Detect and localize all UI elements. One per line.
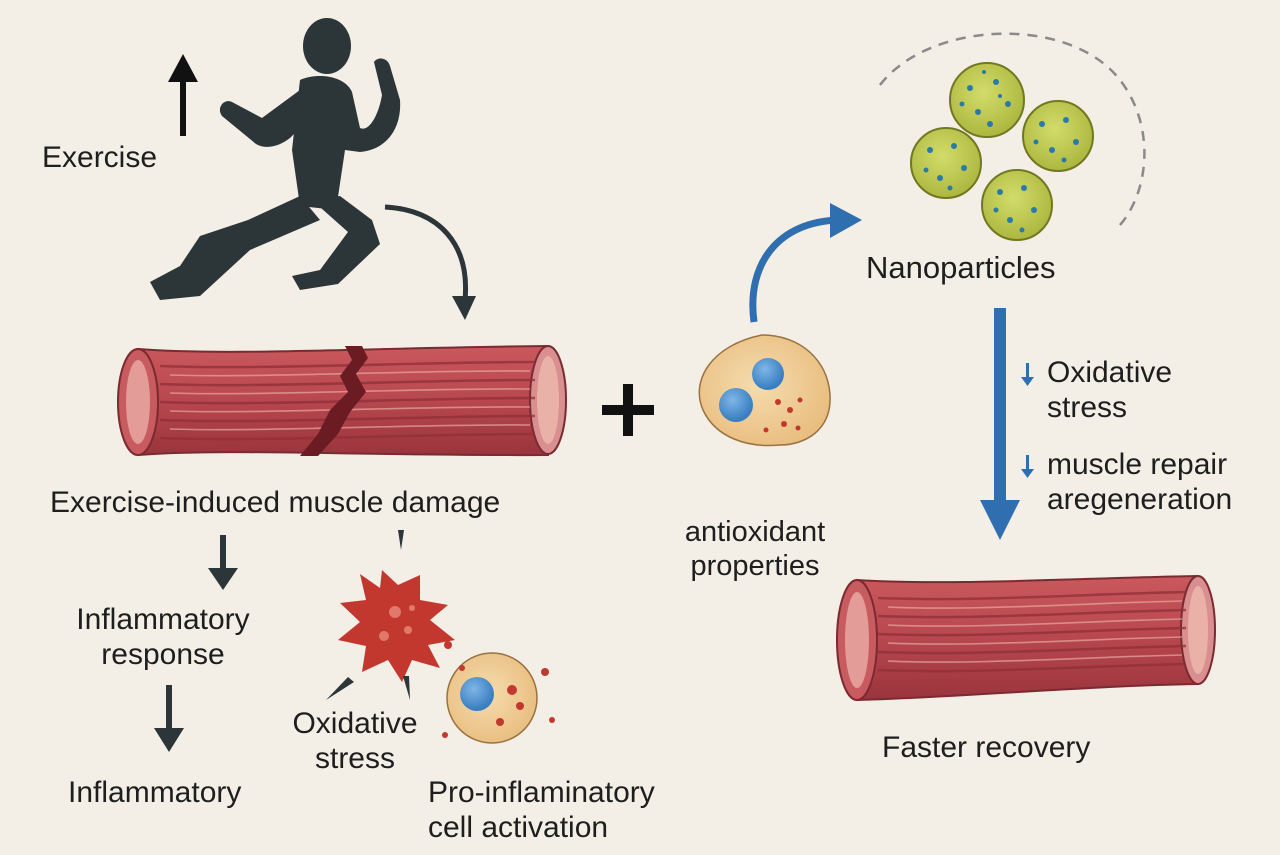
antioxidant-label: antioxidant properties [660,515,850,583]
nanoparticle-icon [910,127,982,199]
curved-arrow-icon [384,204,469,301]
damaged-muscle-fiber-icon [117,344,567,457]
pro-inflammatory-cell-icon [442,641,555,744]
antioxidant-line-2: properties [690,550,820,583]
nanoparticle-icon [1022,100,1094,172]
inflammatory-response-line-1: Inflammatory [76,603,250,636]
pro-inflammatory-line-2: cell activation [428,811,609,845]
faster-recovery-label: Faster recovery [882,731,1091,764]
curved-arrow-head [452,296,476,320]
blue-down-arrow-icon [980,308,1020,540]
muscle-repair-line-2: aregeneration [1047,483,1233,517]
oxidative-stress-left-label: Oxidative stress [270,706,440,777]
muscle-repair-line-1: muscle repair [1047,448,1228,481]
inflammatory-label: Inflammatory [68,776,242,809]
antioxidant-line-1: antioxidant [684,516,826,548]
blue-curved-arrow-head [830,203,862,238]
nanoparticle-icon [949,62,1025,138]
exercise-label: Exercise [42,141,158,174]
runner-icon [150,18,401,300]
plus-sign-icon [602,384,654,436]
oxidative-stress-right-label: Oxidative stress [1047,355,1172,426]
up-arrow-icon [168,54,198,136]
inflammatory-response-label: Inflammatory response [48,602,278,673]
oxidative-stress-right-line-1: Oxidative [1047,356,1173,389]
starburst-icon [326,530,455,700]
oxidative-stress-left-line-2: stress [314,742,395,776]
small-down-arrow-2-icon [1021,455,1034,478]
down-arrow-2-icon [154,685,184,752]
nanoparticle-boundary [879,32,1146,226]
nanoparticle-icon [981,169,1053,241]
pro-inflammatory-label: Pro-inflaminatory cell activation [428,775,655,846]
small-down-arrow-1-icon [1021,363,1034,386]
muscle-damage-label: Exercise-induced muscle damage [50,486,501,519]
nanoparticles-label: Nanoparticles [866,250,1056,285]
healthy-muscle-fiber-icon [836,574,1216,702]
nanoparticle-cluster [910,62,1094,241]
muscle-repair-label: muscle repair aregeneration [1047,447,1232,518]
down-arrow-1-icon [208,535,238,590]
inflammatory-response-line-2: response [101,638,225,672]
oxidative-stress-right-line-2: stress [1047,391,1128,425]
oxidative-stress-left-line-1: Oxidative [292,707,418,740]
antioxidant-cell-icon [698,334,831,447]
pro-inflammatory-line-1: Pro-inflaminatory [428,776,655,809]
blue-curved-arrow-icon [749,216,839,323]
